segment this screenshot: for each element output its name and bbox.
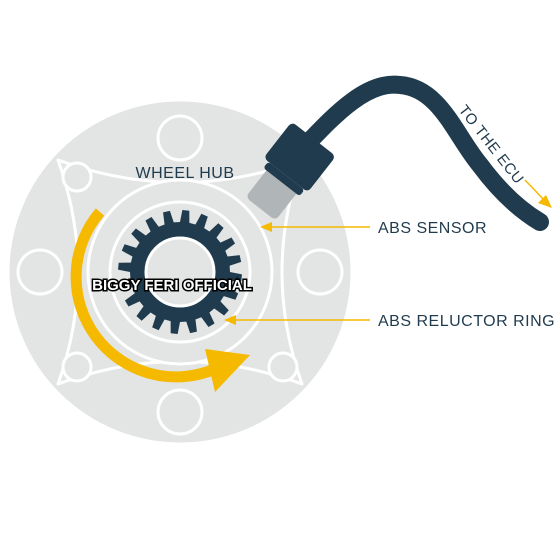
wheel-stud-hole: [156, 114, 204, 162]
label-abs-sensor: ABS SENSOR: [378, 220, 487, 237]
reluctor-ring-hole: [144, 236, 216, 308]
sensor-cable: [294, 75, 549, 231]
pointer-arrow-icon: [260, 222, 272, 232]
wheel-stud-hole: [296, 248, 344, 296]
wheel-stud-hole: [156, 388, 204, 436]
label-wheel-hub: WHEEL HUB: [135, 165, 234, 182]
watermark: BIGGY FERI OFFICIAL: [92, 277, 252, 294]
label-abs-reluctor-ring: ABS RELUCTOR RING: [378, 313, 555, 330]
flange-bolt-hole: [267, 351, 299, 383]
wheel-stud-hole: [16, 248, 64, 296]
rotation-arrow-head: [205, 349, 250, 392]
rotation-arrow-icon: [70, 208, 218, 383]
pointer-arrow-icon: [224, 315, 236, 325]
flange-bolt-hole: [61, 161, 93, 193]
pointer-arrow-icon: [538, 195, 552, 208]
abs-sensor: [247, 123, 334, 219]
pointer-line-to-the-ecu: [524, 179, 547, 203]
flange-bolt-hole: [61, 351, 93, 383]
